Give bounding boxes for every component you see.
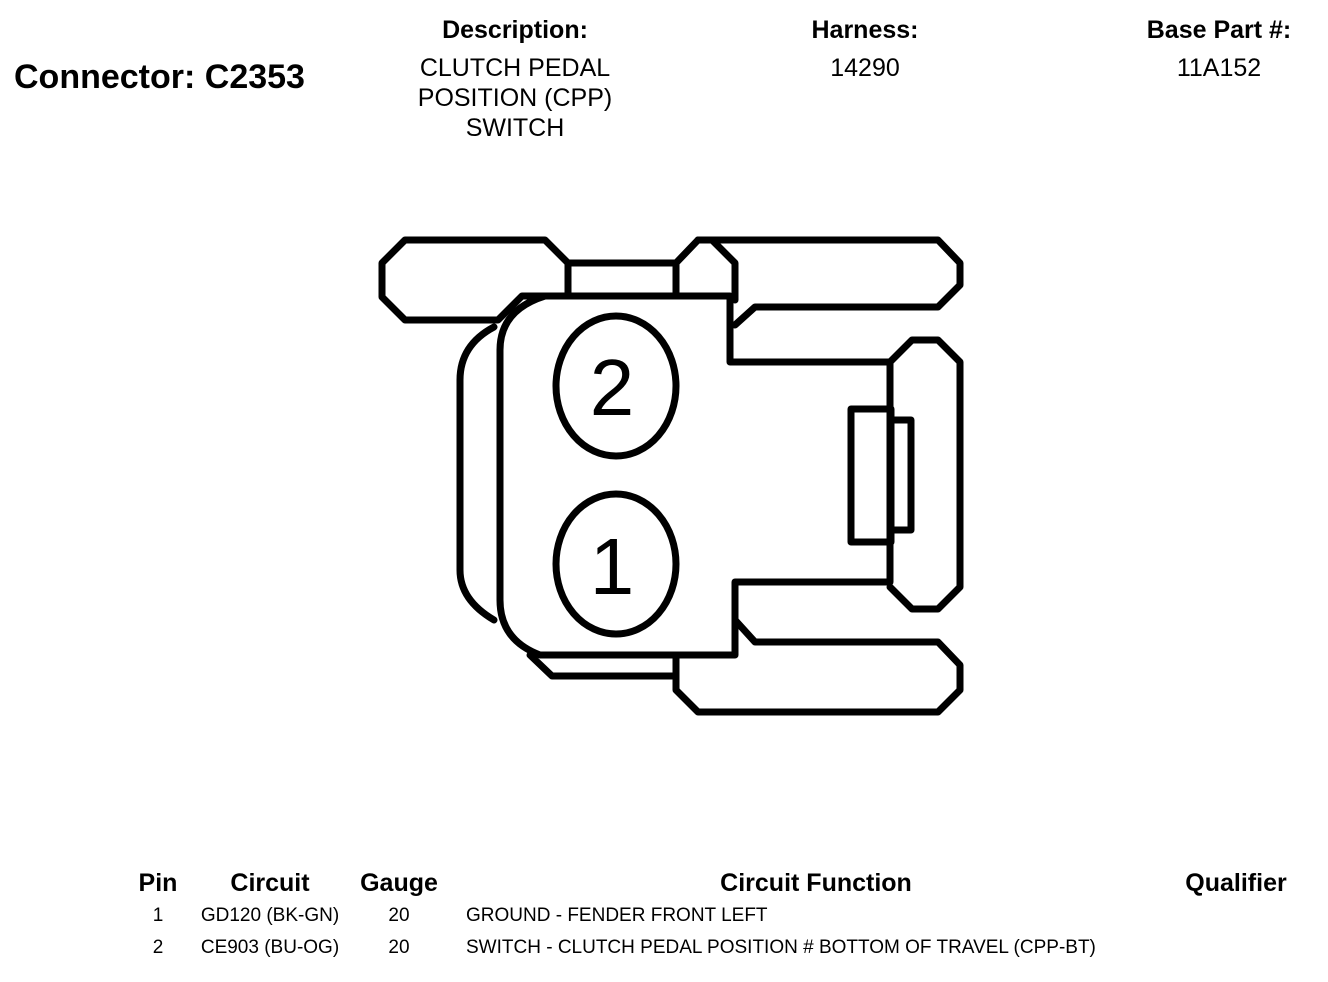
connector-body bbox=[496, 292, 894, 659]
description-value: CLUTCH PEDAL POSITION (CPP) SWITCH bbox=[417, 54, 613, 142]
pin-table: Pin Circuit Gauge Circuit Function Quali… bbox=[120, 866, 1306, 964]
lock-latch-inner bbox=[887, 416, 915, 534]
latch-bottom-left bbox=[526, 651, 680, 680]
left-ridge bbox=[456, 323, 498, 624]
row-gauge: 20 bbox=[388, 937, 410, 958]
header-circuit: Circuit bbox=[230, 868, 310, 897]
pin-1-cavity bbox=[552, 490, 680, 638]
description-label: Description: bbox=[442, 16, 588, 44]
header-function: Circuit Function bbox=[720, 868, 912, 897]
row-circuit: CE903 (BU-OG) bbox=[200, 937, 340, 958]
pin-1-label: 1 bbox=[590, 522, 635, 611]
row-function: SWITCH - CLUTCH PEDAL POSITION # BOTTOM … bbox=[466, 937, 1096, 958]
header-qualifier: Qualifier bbox=[1185, 868, 1287, 897]
row-function: GROUND - FENDER FRONT LEFT bbox=[466, 905, 768, 926]
harness-value: 14290 bbox=[830, 54, 900, 82]
connector-title: Connector: C2353 bbox=[14, 58, 305, 96]
latch-top-center bbox=[564, 259, 680, 300]
base-part-value: 11A152 bbox=[1176, 54, 1262, 82]
latch-top-right-inner bbox=[694, 236, 739, 304]
row-pin: 2 bbox=[152, 937, 164, 958]
header-gauge: Gauge bbox=[360, 868, 438, 897]
pin-2-cavity bbox=[552, 312, 680, 460]
harness-label: Harness: bbox=[811, 16, 919, 44]
base-part-block: Base Part #: 11A152 bbox=[1110, 16, 1328, 83]
header-pin: Pin bbox=[138, 868, 178, 897]
latch-top-left bbox=[378, 236, 572, 324]
row-qualifier bbox=[1166, 932, 1306, 964]
row-circuit: GD120 (BK-GN) bbox=[200, 905, 340, 926]
lock-latch-outer bbox=[847, 405, 895, 546]
harness-block: Harness: 14290 bbox=[760, 16, 970, 83]
latch-top-right bbox=[672, 236, 964, 329]
row-qualifier bbox=[1166, 900, 1306, 932]
table-row: 1 GD120 (BK-GN) 20 GROUND - FENDER FRONT… bbox=[120, 900, 1306, 932]
table-row: 2 CE903 (BU-OG) 20 SWITCH - CLUTCH PEDAL… bbox=[120, 932, 1306, 964]
latch-bottom-right bbox=[672, 616, 964, 716]
pin-2-label: 2 bbox=[590, 343, 635, 432]
row-gauge: 20 bbox=[388, 905, 410, 926]
right-lock-housing bbox=[886, 336, 964, 613]
row-pin: 1 bbox=[152, 905, 164, 926]
description-block: Description: CLUTCH PEDAL POSITION (CPP)… bbox=[380, 16, 650, 143]
base-part-label: Base Part #: bbox=[1146, 16, 1292, 44]
pin-table-header: Pin Circuit Gauge Circuit Function Quali… bbox=[120, 866, 1306, 900]
